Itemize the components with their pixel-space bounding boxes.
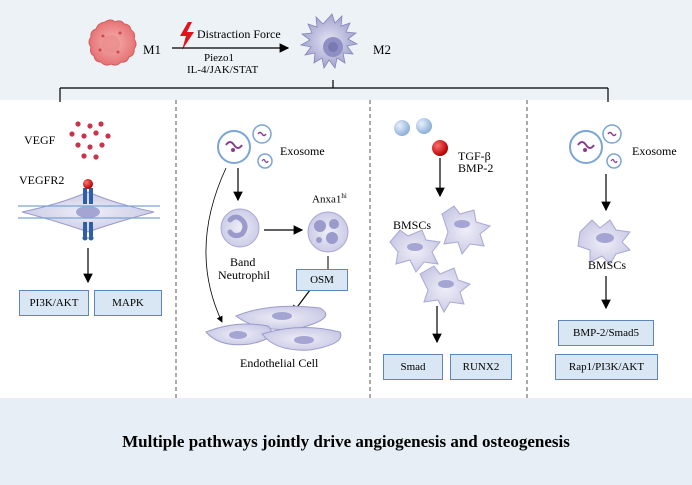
runx2-box: RUNX2 xyxy=(450,354,512,380)
anxa1-label: Anxa1hi xyxy=(312,193,347,206)
exosome-label-2: Exosome xyxy=(632,144,677,158)
mapk-box: MAPK xyxy=(94,290,162,316)
bmp2-label: BMP-2 xyxy=(458,161,494,175)
growth-factor-balls-icon xyxy=(394,118,448,156)
smad-box: Smad xyxy=(383,354,443,380)
bmscs-cluster-icon xyxy=(389,205,492,314)
anxa1-neutrophil-icon xyxy=(307,211,349,253)
caption-band: Multiple pathways jointly drive angiogen… xyxy=(0,398,692,485)
bmscs-icon xyxy=(577,219,631,265)
band-neutrophil-icon xyxy=(220,208,260,248)
pathway-line2: IL-4/JAK/STAT xyxy=(187,64,259,76)
pi3k-akt-box: PI3K/AKT xyxy=(19,290,89,316)
exosome-label: Exosome xyxy=(280,144,325,158)
m2-macrophage-icon xyxy=(299,13,359,70)
vegfr2-label: VEGFR2 xyxy=(19,173,65,187)
exosome-icon xyxy=(217,124,273,169)
force-label: Distraction Force xyxy=(197,27,281,41)
vegf-label: VEGF xyxy=(24,133,56,147)
vegf-particles-icon xyxy=(69,121,111,160)
m1-macrophage-icon xyxy=(88,19,137,66)
anxa1-superscript: hi xyxy=(341,192,347,200)
caption-text: Multiple pathways jointly drive angiogen… xyxy=(122,431,570,451)
bmp2-smad5-box: BMP-2/Smad5 xyxy=(558,320,654,346)
band-label: Band xyxy=(230,255,256,269)
bmscs-label-2: BMSCs xyxy=(588,258,627,272)
m1-label: M1 xyxy=(143,42,162,57)
endothelial-cells-icon xyxy=(205,305,342,351)
branch-bracket xyxy=(59,80,609,102)
bmscs-label: BMSCs xyxy=(393,218,432,232)
m2-label: M2 xyxy=(373,42,392,57)
rap1-pi3k-akt-box: Rap1/PI3K/AKT xyxy=(555,354,658,380)
lightning-icon xyxy=(180,22,194,50)
exosome-icon-2 xyxy=(569,124,622,169)
pathway-line1: Piezo1 xyxy=(204,52,234,64)
tgfb-label: TGF-β xyxy=(458,149,491,163)
osm-box: OSM xyxy=(296,269,348,291)
neutrophil-label: Neutrophil xyxy=(218,268,270,282)
vegfr2-receptor-icon xyxy=(18,179,160,241)
endothelial-label: Endothelial Cell xyxy=(240,356,319,370)
panel2-curved-arrow xyxy=(205,167,227,323)
anxa1-text: Anxa1 xyxy=(312,193,342,206)
